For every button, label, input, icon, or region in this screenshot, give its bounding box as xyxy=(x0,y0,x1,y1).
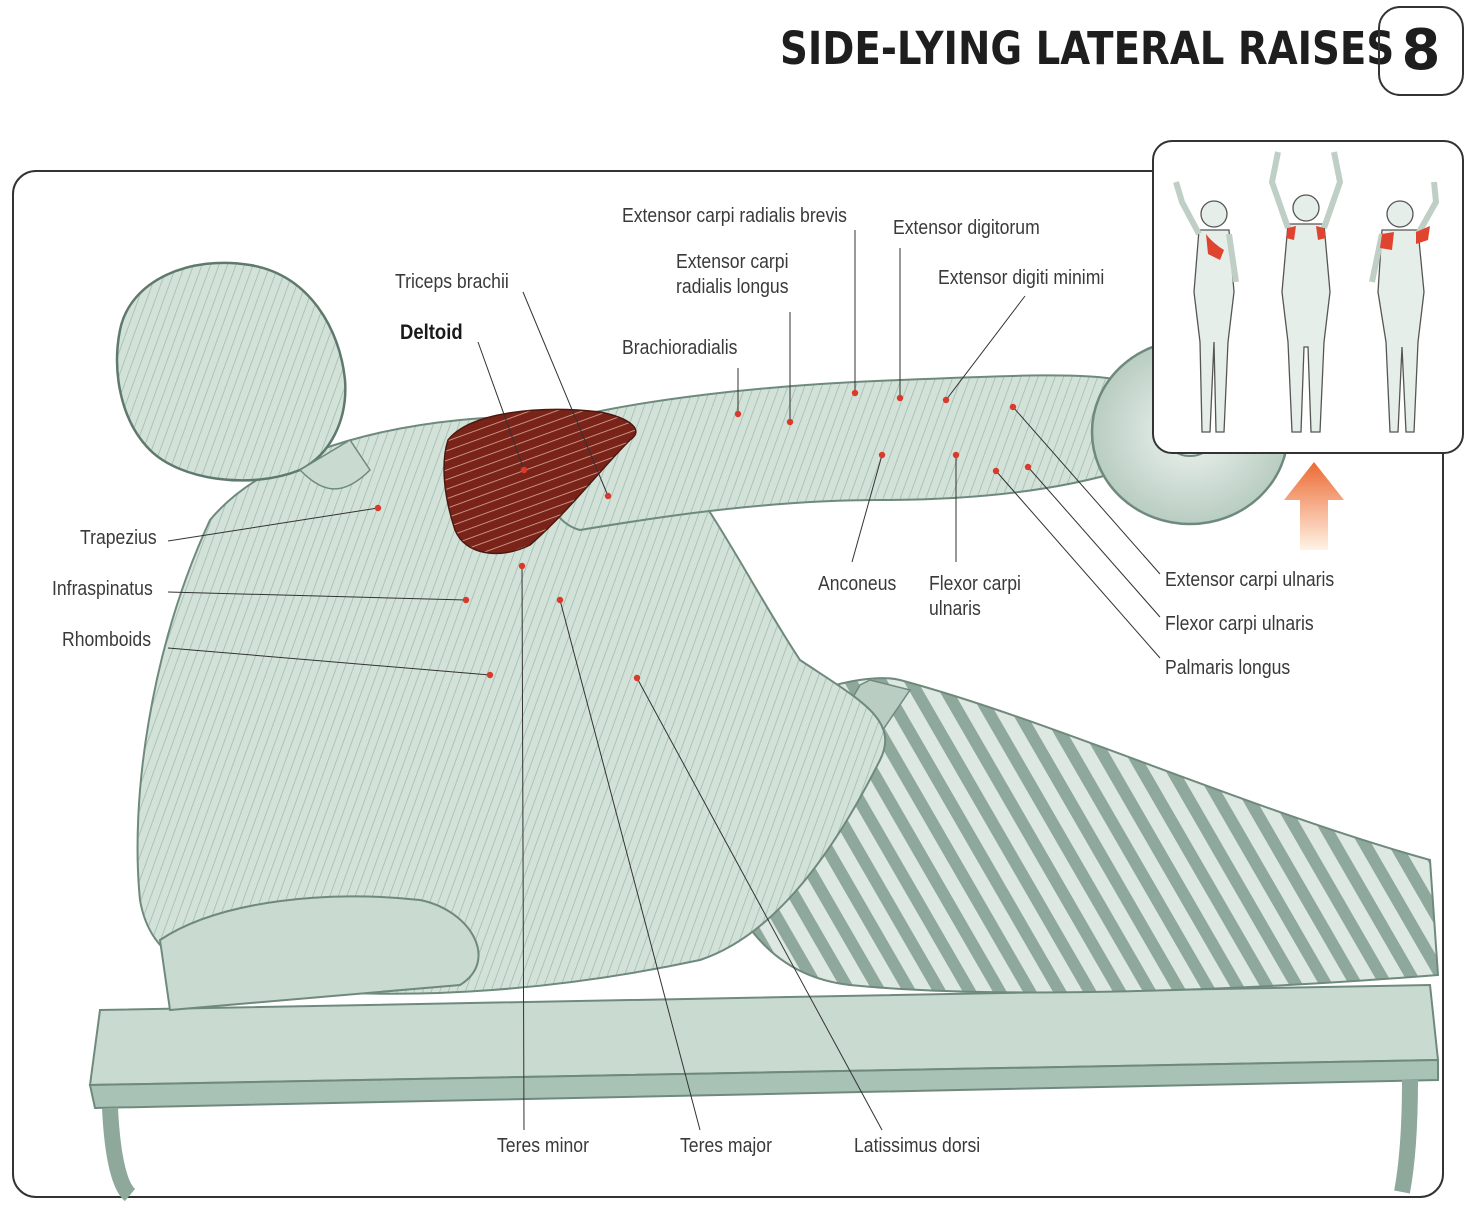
page-number-badge: 8 xyxy=(1378,6,1464,96)
label-teres-minor: Teres minor xyxy=(497,1135,589,1157)
raise-arrow-icon xyxy=(1284,462,1344,550)
label-extensor-carpi-radialis-longus-line1: Extensor carpi xyxy=(676,251,789,273)
leader-dots xyxy=(374,389,1032,682)
bench xyxy=(88,983,1440,1202)
label-anconeus: Anconeus xyxy=(818,573,897,595)
label-palmaris-longus: Palmaris longus xyxy=(1165,657,1291,679)
label-triceps-brachii: Triceps brachii xyxy=(395,271,509,293)
label-extensor-digitorum: Extensor digitorum xyxy=(893,217,1040,239)
figure-back-left xyxy=(1173,181,1239,433)
label-trapezius: Trapezius xyxy=(80,527,157,549)
page-title: SIDE-LYING LATERAL RAISES xyxy=(780,22,1395,75)
label-flexor-carpi-ulnaris-line1: Flexor carpi xyxy=(929,573,1021,595)
label-teres-major: Teres major xyxy=(680,1135,772,1157)
leader-lines xyxy=(167,230,1161,1131)
label-extensor-digiti-minimi: Extensor digiti minimi xyxy=(938,267,1105,289)
label-deltoid: Deltoid xyxy=(400,321,463,344)
label-flexor-carpi-ulnaris-line2: ulnaris xyxy=(929,598,981,620)
label-extensor-carpi-radialis-brevis: Extensor carpi radialis brevis xyxy=(622,205,847,227)
muscle-map-inset xyxy=(1152,140,1464,454)
label-infraspinatus: Infraspinatus xyxy=(52,578,153,600)
label-extensor-carpi-ulnaris: Extensor carpi ulnaris xyxy=(1165,569,1335,591)
figure-front-center xyxy=(1268,151,1344,433)
label-flexor-carpi-ulnaris-right: Flexor carpi ulnaris xyxy=(1165,613,1314,635)
label-rhomboids: Rhomboids xyxy=(62,629,152,651)
arm xyxy=(541,374,1127,532)
label-brachioradialis: Brachioradialis xyxy=(622,337,738,359)
deltoid-highlight xyxy=(443,408,637,555)
figure-back-right xyxy=(1369,181,1440,433)
head xyxy=(115,261,371,490)
label-extensor-carpi-radialis-longus-line2: radialis longus xyxy=(676,276,789,298)
label-latissimus-dorsi: Latissimus dorsi xyxy=(854,1135,981,1157)
muscle-map-figures xyxy=(1173,151,1440,433)
